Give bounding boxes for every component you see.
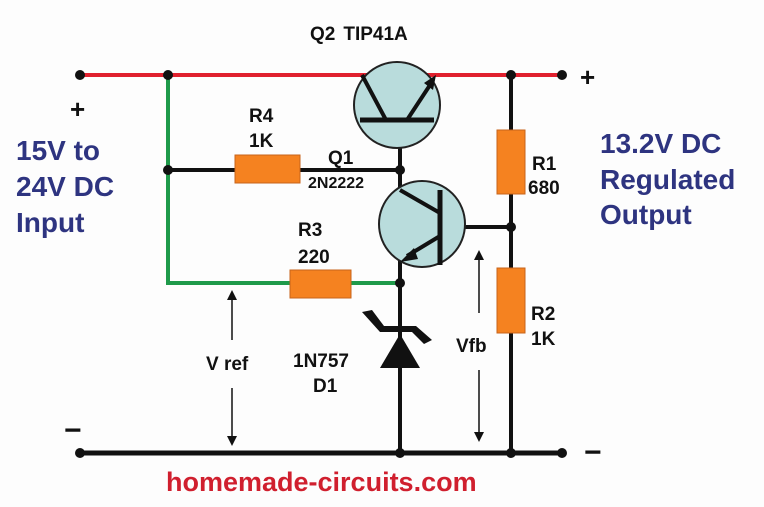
r4-designator: R4 xyxy=(249,106,274,127)
r4-value: 1K xyxy=(249,131,274,152)
terminal-input-positive xyxy=(75,70,85,80)
terminal-output-positive xyxy=(557,70,567,80)
junction-dots xyxy=(75,70,567,458)
resistor-r3 xyxy=(289,269,352,299)
input-line-1: 15V to xyxy=(16,135,100,166)
output-description: 13.2V DC Regulated Output xyxy=(600,128,735,230)
vfb-arrow xyxy=(474,250,484,442)
transistor-q1 xyxy=(378,180,466,268)
zener-diode-d1 xyxy=(362,310,432,368)
vref-label: V ref xyxy=(206,354,249,375)
resistor-r2 xyxy=(496,267,526,334)
q1-designator: Q1 xyxy=(328,148,354,169)
resistor-r1 xyxy=(496,129,526,195)
input-description: 15V to 24V DC Input xyxy=(16,135,114,238)
input-line-3: Input xyxy=(16,207,84,238)
q1-part: 2N2222 xyxy=(308,175,364,192)
terminal-output-negative xyxy=(557,448,567,458)
resistor-r4 xyxy=(234,154,301,184)
r3-value: 220 xyxy=(298,247,330,268)
transistor-q2 xyxy=(353,61,441,149)
output-minus-sign: − xyxy=(584,436,602,469)
r3-designator: R3 xyxy=(298,220,322,241)
output-line-1: 13.2V DC xyxy=(600,128,721,159)
reference-wire xyxy=(166,75,290,285)
output-line-3: Output xyxy=(600,199,692,230)
input-minus-sign: − xyxy=(64,414,82,447)
q2-designator: Q2 xyxy=(310,24,335,45)
vfb-label: Vfb xyxy=(456,336,487,357)
r2-designator: R2 xyxy=(531,304,555,325)
r2-value: 1K xyxy=(531,329,556,350)
q2-label: Q2 TIP41A xyxy=(310,24,408,45)
q2-part: TIP41A xyxy=(343,24,408,45)
output-line-2: Regulated xyxy=(600,164,735,195)
input-plus-sign: + xyxy=(70,94,85,124)
terminal-input-negative xyxy=(75,448,85,458)
watermark: homemade-circuits.com xyxy=(166,467,477,497)
r1-value: 680 xyxy=(528,178,560,199)
output-plus-sign: + xyxy=(580,62,595,92)
input-line-2: 24V DC xyxy=(16,171,114,202)
d1-part: 1N757 xyxy=(293,351,349,372)
r1-designator: R1 xyxy=(532,154,557,175)
d1-designator: D1 xyxy=(313,376,338,397)
vref-arrow xyxy=(227,290,237,446)
